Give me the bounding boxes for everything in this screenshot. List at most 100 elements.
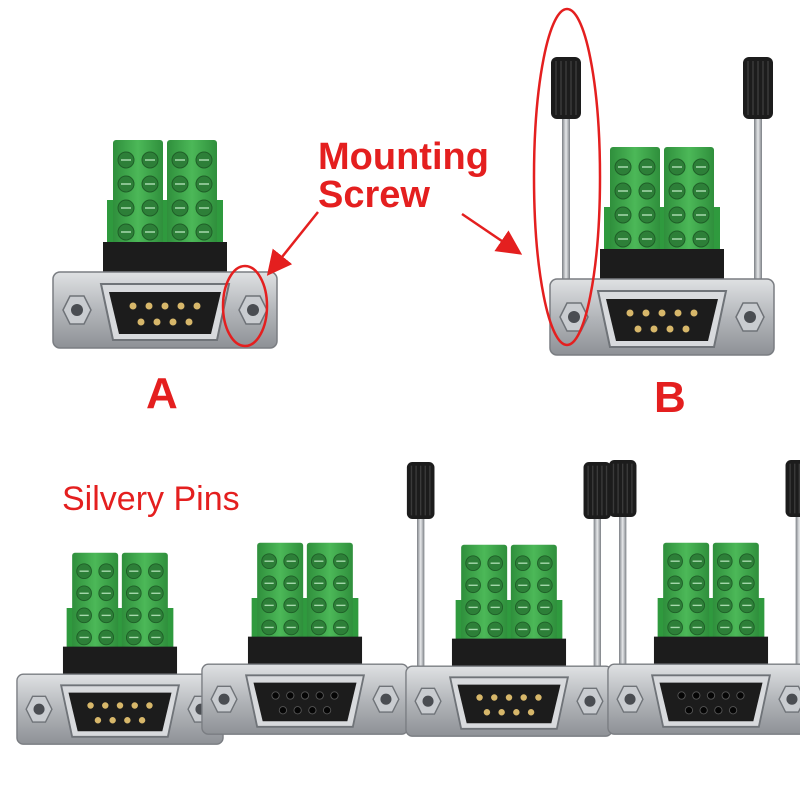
svg-text:6: 6 <box>172 636 183 642</box>
d-shell-insert <box>109 292 221 334</box>
hex-standoff-2 <box>238 295 268 325</box>
svg-text:9: 9 <box>222 247 235 254</box>
svg-text:8: 8 <box>222 196 235 203</box>
connector-sockets <box>677 691 745 715</box>
svg-text:4: 4 <box>561 612 572 618</box>
hex-standoff-1 <box>616 685 644 713</box>
hex-standoff-2 <box>576 687 604 715</box>
pin-numbers: 8 7 6 9 <box>222 196 235 254</box>
hex-standoff-1 <box>414 687 442 715</box>
highlight-ellipse-b <box>532 7 602 347</box>
d-shell-insert <box>606 299 718 341</box>
connector-top-a: 8 7 6 9 <box>52 140 278 349</box>
mounting-knob-1 <box>551 57 581 119</box>
mounting-rod-1 <box>417 517 425 702</box>
svg-text:4: 4 <box>357 610 368 616</box>
terminal-block-1 <box>113 140 163 244</box>
connector-pins <box>476 694 542 716</box>
mounting-screw-label: Mounting Screw <box>318 138 489 214</box>
terminal-block-1 <box>461 544 508 641</box>
svg-text:3: 3 <box>357 626 368 632</box>
hex-standoff-1 <box>25 695 53 723</box>
pin-numbers: 5 4 3 2 <box>561 596 572 649</box>
svg-text:9: 9 <box>172 651 183 657</box>
plastic-housing <box>600 249 724 283</box>
arrow-to-b <box>461 212 523 255</box>
highlight-ellipse-a <box>221 264 269 348</box>
svg-text:3: 3 <box>719 237 732 244</box>
svg-text:5: 5 <box>357 594 368 600</box>
d-shell-insert <box>253 682 357 722</box>
plastic-housing <box>247 636 363 668</box>
hex-standoff-2 <box>778 685 800 713</box>
mounting-rod-2 <box>593 517 601 702</box>
svg-text:8: 8 <box>763 641 774 647</box>
variant-a-label: A <box>146 369 178 418</box>
svg-text:4: 4 <box>719 220 732 227</box>
svg-text:6: 6 <box>222 230 235 237</box>
pin-numbers: 8 7 6 9 <box>172 604 183 657</box>
hex-standoff-1 <box>210 685 238 713</box>
connector-top-b: 5 4 3 2 <box>549 57 775 356</box>
hex-standoff-2 <box>372 685 400 713</box>
terminal-block-2 <box>121 552 168 649</box>
svg-text:7: 7 <box>763 626 774 632</box>
plastic-housing <box>451 638 567 670</box>
pin-numbers: 5 4 3 2 <box>719 203 732 261</box>
plastic-housing <box>653 636 769 668</box>
arrow-to-a <box>266 211 319 276</box>
mounting-label-line2: Screw <box>318 174 430 216</box>
mounting-rod-2 <box>754 117 762 317</box>
svg-text:7: 7 <box>222 213 235 220</box>
pin-numbers: 5 4 3 2 <box>357 594 368 647</box>
terminal-block-2 <box>510 544 557 641</box>
hex-standoff-1 <box>559 302 589 332</box>
d-shell-insert <box>659 682 763 722</box>
terminal-block-1 <box>257 542 304 639</box>
mounting-rod-2 <box>795 515 800 700</box>
mounting-knob-1 <box>608 460 637 518</box>
d-shell-insert <box>457 684 561 724</box>
mounting-label-line1: Mounting <box>318 136 489 178</box>
silvery-pins-label: Silvery Pins <box>62 480 240 518</box>
plastic-housing <box>62 646 178 678</box>
connector-sockets <box>271 691 339 715</box>
connector-bottom-1: 8 7 6 9 <box>16 552 224 745</box>
terminal-block-2 <box>306 542 353 639</box>
terminal-block-1 <box>663 542 710 639</box>
connector-bottom-3: 5 4 3 2 <box>405 462 613 737</box>
terminal-block-2 <box>167 140 217 244</box>
variant-b-label: B <box>654 373 686 422</box>
connector-bottom-2: 5 4 3 2 <box>201 542 409 735</box>
connector-pins <box>626 309 698 333</box>
connector-bottom-4: 9 6 7 8 <box>607 460 800 735</box>
svg-text:9: 9 <box>763 594 774 600</box>
svg-text:2: 2 <box>719 254 732 261</box>
plastic-housing <box>103 242 227 276</box>
connector-pins <box>129 302 201 326</box>
mounting-knob-2 <box>785 460 800 518</box>
d-shell-insert <box>68 692 172 732</box>
svg-text:8: 8 <box>172 604 183 610</box>
svg-text:2: 2 <box>561 643 572 649</box>
hex-standoff-2 <box>735 302 765 332</box>
mounting-knob-2 <box>743 57 773 119</box>
svg-text:3: 3 <box>561 628 572 634</box>
mounting-rod-1 <box>562 117 570 317</box>
terminal-block-1 <box>72 552 119 649</box>
connector-pins <box>87 702 153 724</box>
terminal-block-2 <box>712 542 759 639</box>
hex-standoff-1 <box>62 295 92 325</box>
svg-text:6: 6 <box>763 610 774 616</box>
pin-numbers: 9 6 7 8 <box>763 594 774 647</box>
terminal-block-1 <box>610 147 660 251</box>
mounting-rod-1 <box>619 515 627 700</box>
svg-text:2: 2 <box>357 641 368 647</box>
svg-text:7: 7 <box>172 620 183 626</box>
svg-text:5: 5 <box>719 203 732 210</box>
svg-text:5: 5 <box>561 596 572 602</box>
mounting-knob-1 <box>406 462 435 520</box>
terminal-block-2 <box>664 147 714 251</box>
mounting-knob-2 <box>583 462 612 520</box>
